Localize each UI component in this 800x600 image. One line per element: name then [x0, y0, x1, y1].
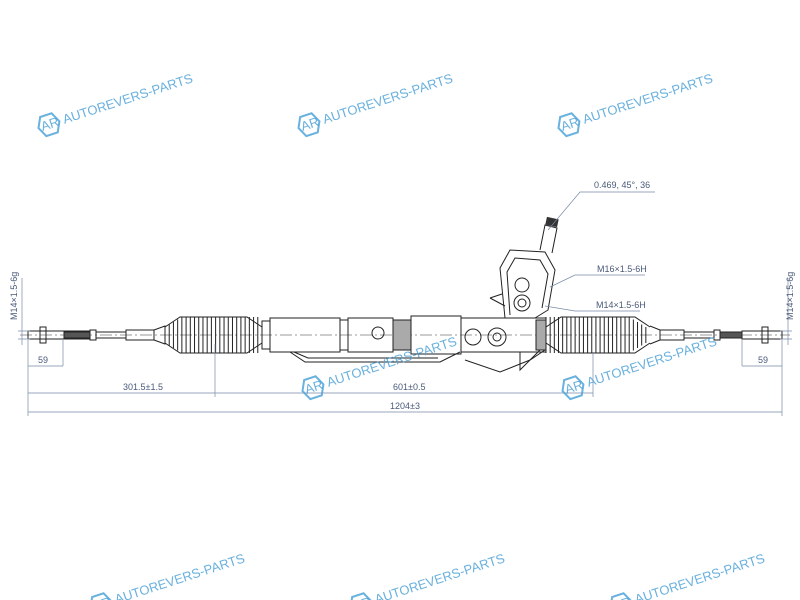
dim-right-end: 59 [758, 355, 768, 365]
valve-body [489, 216, 559, 319]
watermark-logo-text: AR [91, 594, 113, 600]
right-bellows-boot [545, 316, 651, 354]
ar-logo-icon [561, 375, 585, 401]
ar-logo-icon [89, 592, 113, 600]
port-lower-label: M14×1.5-6H [596, 300, 646, 310]
thread-left-label: M14×1.5-6g [9, 272, 19, 320]
ar-logo-icon [297, 112, 321, 138]
ar-logo-icon [301, 375, 325, 401]
leader-pinion [547, 191, 655, 231]
watermark-logo-text: AR [351, 594, 373, 600]
watermark-logo-text: AR [611, 594, 633, 600]
watermark-logo-text: AR [39, 114, 61, 134]
watermark-logo-text: AR [563, 377, 585, 397]
watermark-logo-text: AR [559, 114, 581, 134]
ar-logo-icon [557, 112, 581, 138]
dim-center: 601±0.5 [393, 382, 425, 392]
watermark-logo-text: AR [303, 377, 325, 397]
watermark-text: AUTOREVERS-PARTS [61, 70, 195, 126]
watermark-text: AUTOREVERS-PARTS [633, 550, 767, 600]
watermark-text: AUTOREVERS-PARTS [585, 333, 719, 389]
rack-housing [261, 315, 547, 373]
leader-port-lower [544, 305, 640, 312]
watermark-text: AUTOREVERS-PARTS [581, 70, 715, 126]
ar-logo-icon [37, 112, 61, 138]
ar-logo-icon [349, 592, 373, 600]
thread-left-dim [18, 278, 30, 345]
dim-overall: 1204±3 [390, 401, 420, 411]
port-upper-label: M16×1.5-6H [597, 264, 647, 274]
dimension-lines [27, 340, 783, 416]
watermark-text: AUTOREVERS-PARTS [373, 550, 507, 600]
thread-right-dim [780, 278, 792, 345]
watermark-text: AUTOREVERS-PARTS [321, 70, 455, 126]
right-tie-rod [649, 325, 783, 345]
ar-logo-icon [609, 592, 633, 600]
watermark-text: AUTOREVERS-PARTS [113, 550, 247, 600]
dim-left-end: 59 [38, 355, 48, 365]
dim-left-half: 301.5±1.5 [123, 382, 163, 392]
left-bellows-boot [164, 316, 263, 354]
thread-right-label: M14×1.5-6g [785, 272, 795, 320]
pinion-spec-label: 0.469, 45°, 36 [594, 180, 650, 190]
watermark-logo-text: AR [299, 114, 321, 134]
leader-port-upper [549, 274, 645, 288]
